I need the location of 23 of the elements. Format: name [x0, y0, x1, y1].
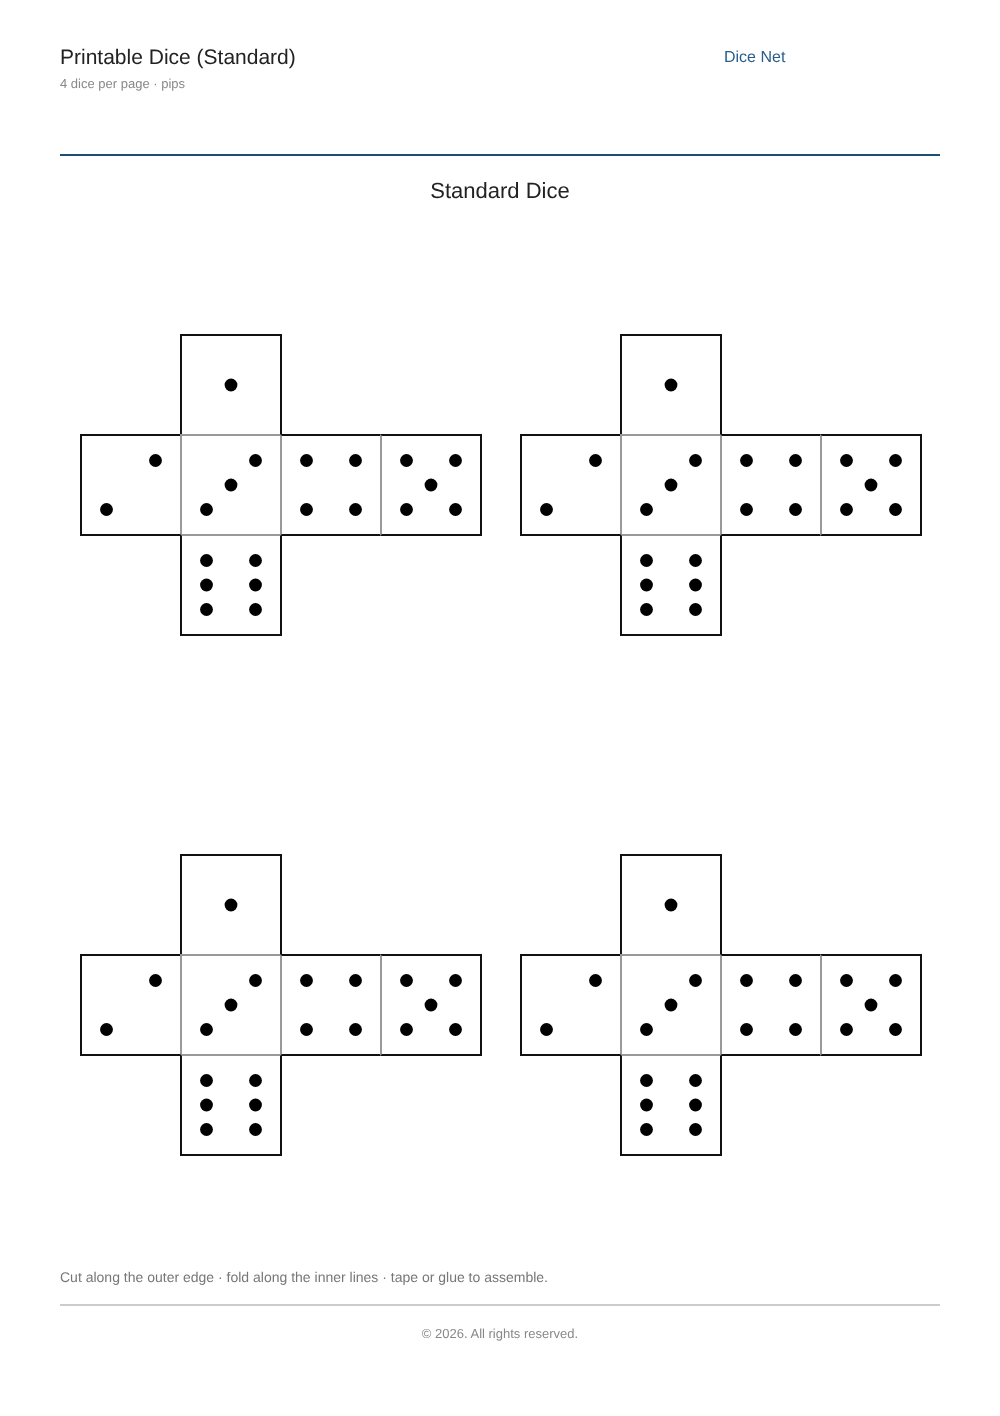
die-face	[720, 434, 822, 536]
die-face	[180, 534, 282, 636]
page-title: Printable Dice (Standard)	[60, 46, 296, 71]
die-face	[180, 854, 282, 956]
die-face	[180, 1054, 282, 1156]
die-face	[280, 954, 382, 1056]
die-face	[80, 954, 182, 1056]
die-face	[520, 434, 622, 536]
die-face	[820, 954, 922, 1056]
die-face	[520, 954, 622, 1056]
die-face	[280, 434, 382, 536]
section-heading: Standard Dice	[428, 180, 572, 206]
die-face	[620, 334, 722, 436]
die-face	[720, 954, 822, 1056]
die-face	[620, 1054, 722, 1156]
die-face	[820, 434, 922, 536]
die-face	[620, 854, 722, 956]
die-face	[380, 434, 482, 536]
die-face	[180, 334, 282, 436]
die-face	[80, 434, 182, 536]
die-face	[620, 534, 722, 636]
category-tag: Dice Net	[724, 48, 786, 67]
die-face	[380, 954, 482, 1056]
